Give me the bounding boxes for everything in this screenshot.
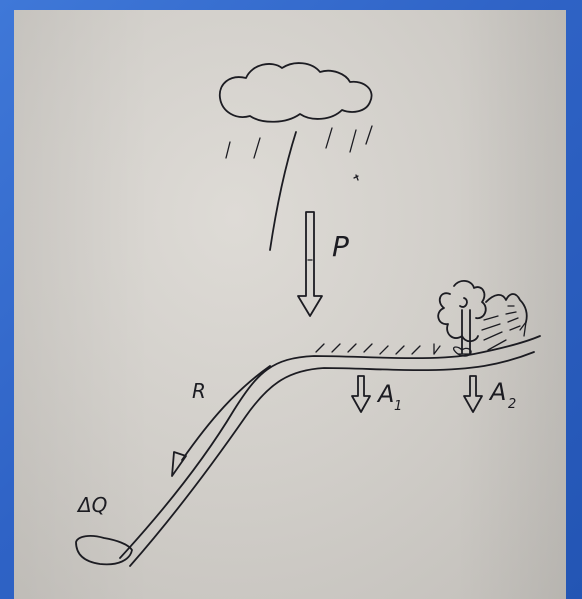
infiltration-label-2-sub: 2 bbox=[508, 397, 516, 412]
sketch-photo: P bbox=[14, 10, 566, 599]
infiltration-arrow-2 bbox=[464, 376, 482, 412]
water-balance-diagram: P bbox=[14, 10, 566, 599]
infiltration-arrow-1 bbox=[352, 376, 370, 412]
infiltration-label-1: A bbox=[376, 380, 394, 408]
tree-icon bbox=[438, 281, 486, 356]
ground-hatching bbox=[316, 344, 440, 354]
storage-change-label: ΔQ bbox=[76, 493, 107, 517]
infiltration-label-1-sub: 1 bbox=[394, 399, 402, 414]
cloud-icon bbox=[220, 63, 372, 122]
runoff-label: R bbox=[192, 379, 206, 403]
water-pool-icon bbox=[76, 536, 132, 564]
infiltration-label-2: A bbox=[488, 378, 506, 406]
terrain-line bbox=[120, 336, 540, 566]
runoff-arrow bbox=[172, 366, 270, 476]
precipitation-arrow bbox=[298, 212, 322, 316]
precipitation-label: P bbox=[332, 230, 349, 263]
rain-icon bbox=[226, 126, 372, 250]
